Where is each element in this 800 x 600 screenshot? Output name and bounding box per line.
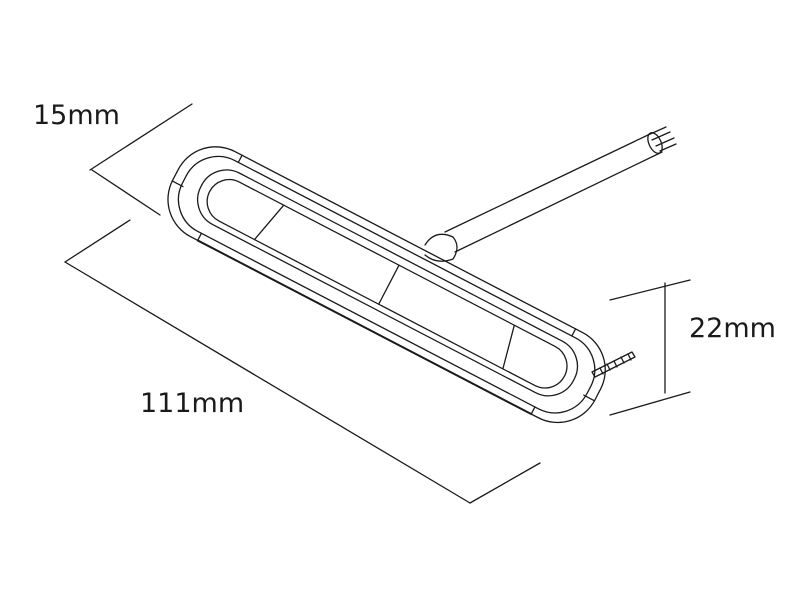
cable bbox=[424, 126, 677, 262]
screw bbox=[591, 351, 636, 378]
height-dimension-lines bbox=[609, 279, 691, 416]
length-dimension-lines bbox=[64, 219, 541, 504]
depth-label: 15mm bbox=[33, 100, 120, 131]
length-label: 111mm bbox=[140, 388, 245, 419]
depth-dimension-lines bbox=[89, 103, 193, 216]
height-label: 22mm bbox=[689, 313, 776, 344]
light-bezel bbox=[167, 146, 606, 424]
